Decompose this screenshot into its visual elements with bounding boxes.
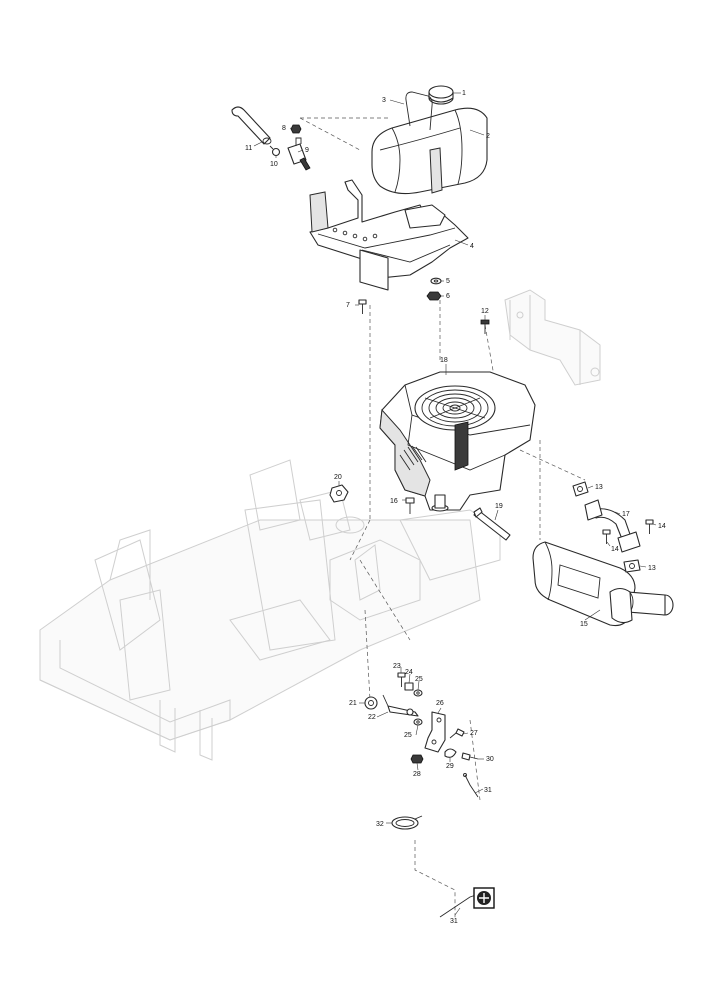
callout-25b: 25	[404, 732, 412, 739]
screw-27	[449, 728, 465, 739]
callout-31a: 31	[484, 787, 492, 794]
screw-23	[397, 672, 406, 687]
callout-10: 10	[270, 161, 278, 168]
fuel-valve	[287, 137, 311, 171]
screw-30	[461, 752, 479, 761]
callout-27: 27	[470, 730, 478, 737]
tank-bracket	[309, 179, 469, 291]
callout-20: 20	[334, 474, 342, 481]
gasket-13b	[623, 559, 641, 573]
bolt-14a	[645, 519, 654, 534]
callout-15: 15	[580, 621, 588, 628]
assembly-guide-lines	[299, 117, 586, 920]
callout-17: 17	[622, 511, 630, 518]
callout-numbers: 1 2 3 4 5 6 7 8 9 10 11 12 13 13 14 14 1…	[245, 90, 666, 925]
callout-3: 3	[382, 97, 386, 104]
callout-5: 5	[446, 278, 450, 285]
callout-31b: 31	[450, 918, 458, 925]
clamp-32	[391, 815, 423, 830]
callout-18: 18	[440, 357, 448, 364]
callout-21: 21	[349, 700, 357, 707]
exhaust-pipe	[584, 499, 641, 553]
callout-4: 4	[470, 243, 474, 250]
clip-29	[444, 748, 457, 758]
callout-9: 9	[305, 147, 309, 154]
ghost-engine-mount-bracket	[504, 289, 601, 386]
decal-icon	[473, 887, 495, 909]
spacer-24	[404, 682, 414, 691]
gasket-13a	[572, 481, 589, 497]
hose-clamp	[269, 145, 281, 157]
callout-8: 8	[282, 125, 286, 132]
engine	[379, 371, 536, 512]
callout-23: 23	[393, 663, 401, 670]
bracket-26	[424, 711, 446, 753]
nut-6	[426, 291, 442, 301]
callout-26: 26	[436, 700, 444, 707]
flat-washer-5	[430, 277, 442, 285]
bolt-12	[480, 319, 490, 334]
callout-14a: 14	[658, 523, 666, 530]
callout-12: 12	[481, 308, 489, 315]
callout-2: 2	[486, 133, 490, 140]
callout-28: 28	[413, 771, 421, 778]
nut-8	[290, 124, 302, 134]
fuel-cap	[428, 85, 454, 105]
screw-7	[358, 299, 367, 314]
callout-19: 19	[495, 503, 503, 510]
grommet-21	[364, 696, 378, 710]
callout-32: 32	[376, 821, 384, 828]
bolt-19	[473, 507, 511, 541]
nut-28	[410, 754, 424, 764]
muffler	[532, 541, 674, 627]
callout-29: 29	[446, 763, 454, 770]
callout-13a: 13	[595, 484, 603, 491]
callout-16: 16	[390, 498, 398, 505]
callout-30: 30	[486, 756, 494, 763]
fuel-tank	[371, 107, 488, 195]
callout-1: 1	[462, 90, 466, 97]
cable-31a	[463, 773, 479, 798]
lever-22	[382, 694, 419, 717]
callout-13b: 13	[648, 565, 656, 572]
callout-7: 7	[346, 302, 350, 309]
ghost-chassis-frame	[39, 459, 501, 761]
washer-25b	[413, 718, 423, 726]
cable-31b	[439, 892, 478, 918]
callout-22: 22	[368, 714, 376, 721]
bolt-16	[405, 497, 415, 514]
callout-11: 11	[245, 145, 252, 152]
callout-24: 24	[405, 669, 413, 676]
tank-handle	[405, 91, 433, 131]
fuel-hose	[231, 106, 272, 145]
callout-25a: 25	[415, 676, 423, 683]
mount-part-20	[329, 484, 349, 503]
bolt-14b	[602, 529, 611, 544]
washer-25a	[413, 689, 423, 697]
callout-6: 6	[446, 293, 450, 300]
callout-14b: 14	[611, 546, 619, 553]
leader-lines	[253, 92, 657, 916]
